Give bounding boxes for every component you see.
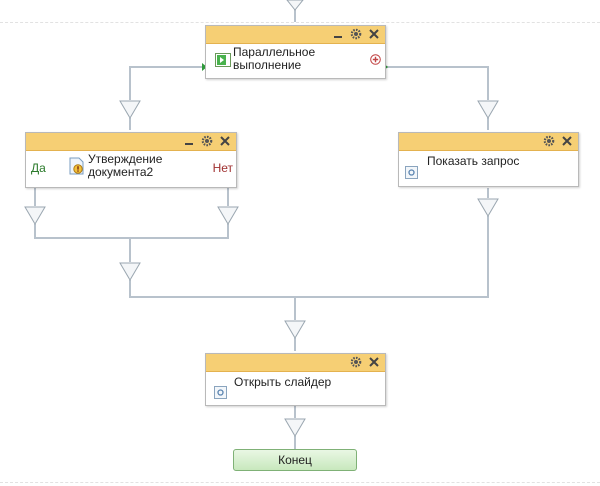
- show-request-node[interactable]: Показать запрос: [398, 132, 579, 187]
- close-icon[interactable]: [219, 135, 231, 147]
- node-title-line1: Утверждение: [88, 152, 163, 166]
- canvas-divider: [0, 22, 600, 23]
- node-title-line2: документа2: [88, 165, 154, 179]
- gear-icon[interactable]: [201, 135, 213, 147]
- outcome-no-label: Нет: [212, 161, 233, 175]
- close-icon[interactable]: [368, 356, 380, 368]
- add-branch-icon[interactable]: [370, 54, 381, 65]
- node-title: Показать запрос: [427, 154, 520, 168]
- task-icon: [405, 166, 418, 179]
- close-icon[interactable]: [368, 28, 380, 40]
- minimize-icon[interactable]: [332, 28, 344, 40]
- outcome-yes-label: Да: [31, 161, 46, 175]
- parallel-icon: [215, 53, 231, 67]
- open-slider-node[interactable]: Открыть слайдер: [205, 353, 386, 406]
- minimize-icon[interactable]: [183, 135, 195, 147]
- node-title-line2: выполнение: [233, 58, 302, 72]
- node-title-line1: Параллельное: [233, 45, 316, 59]
- node-header: [26, 133, 236, 151]
- gear-icon[interactable]: [350, 28, 362, 40]
- end-node[interactable]: Конец: [233, 449, 357, 471]
- approval-document-icon: [69, 157, 84, 175]
- node-header: [206, 354, 385, 372]
- gear-icon[interactable]: [543, 135, 555, 147]
- task-icon: [214, 386, 227, 399]
- node-title: Открыть слайдер: [234, 375, 332, 389]
- canvas-divider: [0, 482, 600, 483]
- node-header: [399, 133, 578, 151]
- parallel-execution-node[interactable]: Параллельное выполнение: [205, 25, 386, 79]
- node-header: [206, 26, 385, 44]
- approval-node[interactable]: Да Утверждение документа2 Нет: [25, 132, 237, 188]
- gear-icon[interactable]: [350, 356, 362, 368]
- close-icon[interactable]: [561, 135, 573, 147]
